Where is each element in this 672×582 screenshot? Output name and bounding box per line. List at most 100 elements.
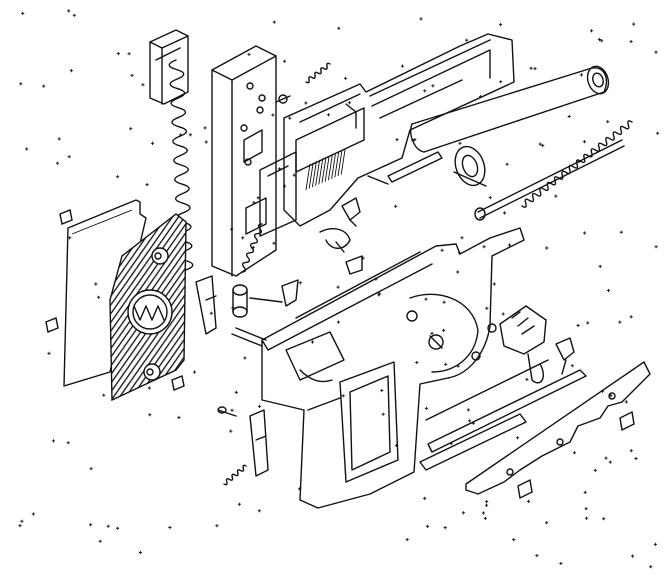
- pin-small-a: [275, 94, 291, 104]
- hammer-pin: [232, 284, 248, 318]
- speckle: [442, 300, 446, 304]
- speckle: [629, 315, 633, 319]
- speckle: [527, 499, 531, 503]
- speckle: [466, 408, 470, 412]
- speckle: [602, 517, 606, 521]
- speckle: [192, 370, 197, 374]
- extractor: [387, 151, 443, 183]
- speckle: [484, 503, 489, 507]
- speckle: [535, 554, 539, 558]
- speckle: [257, 404, 262, 408]
- magazine-well: [339, 361, 399, 483]
- slide-stop-spring: [319, 228, 351, 253]
- speckle: [431, 84, 435, 88]
- speckle: [499, 23, 503, 27]
- speckle: [127, 52, 131, 56]
- speckle: [440, 248, 444, 252]
- speckle: [336, 320, 340, 324]
- grip-screw-right: [171, 375, 185, 391]
- speckle: [545, 521, 549, 525]
- speckle: [102, 393, 106, 397]
- speckle: [69, 69, 73, 73]
- speckle: [42, 84, 46, 88]
- speckle: [256, 196, 260, 200]
- speckle: [89, 523, 93, 527]
- speckle: [600, 39, 604, 43]
- speckle: [380, 388, 384, 393]
- speckle: [654, 50, 658, 54]
- speckle: [507, 243, 512, 247]
- speckle: [51, 439, 56, 443]
- trigger-bar: [425, 359, 587, 453]
- speckle: [559, 561, 563, 565]
- slide-serrations: [305, 148, 346, 191]
- speckle: [554, 194, 558, 198]
- speckle: [586, 321, 590, 325]
- speckle: [465, 38, 469, 42]
- speckle: [492, 282, 496, 286]
- serration-line: [311, 161, 317, 188]
- speckle: [649, 565, 653, 569]
- speckle: [505, 162, 509, 166]
- speckle: [456, 270, 460, 274]
- speckle: [583, 231, 587, 235]
- speckle: [97, 295, 101, 299]
- pin-small-b: [367, 175, 389, 185]
- speckle: [337, 26, 341, 30]
- trigger: [249, 409, 269, 477]
- mainspring: [223, 464, 247, 486]
- mainspring-pin: [217, 406, 237, 417]
- trigger-guard-window: [285, 331, 345, 381]
- speckle: [272, 20, 276, 24]
- speckle: [204, 140, 208, 144]
- speckle: [468, 419, 472, 423]
- grip-screw-top: [59, 209, 73, 225]
- speckle: [597, 37, 602, 42]
- speckle: [443, 526, 447, 530]
- speckle: [485, 500, 489, 504]
- magazine-catch-spring: [241, 223, 263, 273]
- speckle: [442, 328, 446, 332]
- speckle: [215, 524, 219, 528]
- speckle: [582, 140, 587, 144]
- speckle: [25, 147, 29, 151]
- speckle: [501, 312, 505, 316]
- speckle: [94, 282, 98, 286]
- speckle: [538, 142, 542, 146]
- speckle: [503, 211, 507, 215]
- speckle: [341, 394, 345, 398]
- speckle: [283, 59, 287, 63]
- magazine-base-plate: [149, 29, 189, 105]
- speckle: [482, 245, 486, 249]
- hammer-strut: [555, 337, 575, 375]
- speckle: [147, 386, 151, 390]
- serration-line: [305, 163, 311, 191]
- speckle: [419, 17, 423, 21]
- speckle: [237, 502, 241, 506]
- speckle: [632, 22, 636, 26]
- speckle: [499, 80, 503, 84]
- serration-line: [315, 159, 321, 186]
- speckle: [209, 311, 213, 315]
- speckle: [444, 362, 448, 366]
- speckle: [347, 101, 352, 105]
- speckle: [243, 356, 247, 360]
- speckle: [423, 89, 427, 93]
- speckle: [606, 120, 610, 124]
- speckle: [241, 236, 245, 240]
- slide: [259, 33, 515, 237]
- serration-line: [327, 154, 333, 181]
- grip-panel-left: [63, 199, 147, 387]
- speckle: [423, 496, 427, 500]
- speckle: [89, 467, 93, 471]
- speckle: [21, 11, 25, 15]
- screw-right: [619, 410, 635, 432]
- speckle: [68, 236, 72, 240]
- speckle: [584, 507, 588, 511]
- speckle: [247, 52, 251, 56]
- serration-line: [324, 155, 330, 182]
- speckle: [606, 288, 611, 293]
- speckle: [257, 509, 261, 513]
- speckle: [168, 525, 172, 530]
- speckle: [424, 406, 429, 410]
